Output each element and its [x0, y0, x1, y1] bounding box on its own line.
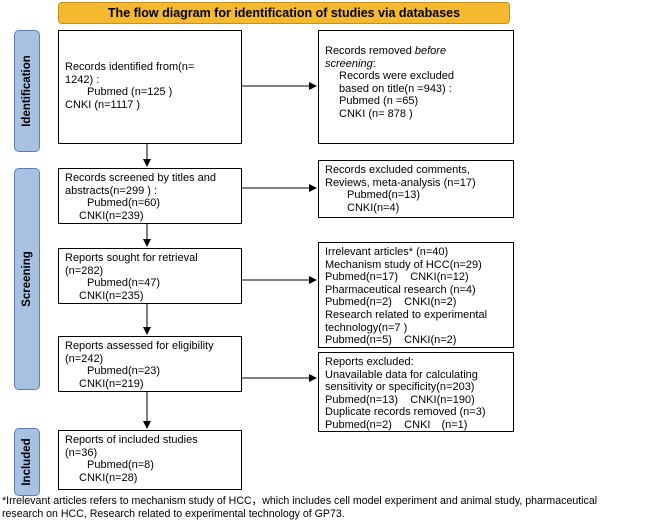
reports-excluded-l1: Reports excluded:	[325, 356, 414, 368]
irrelevant-l6: Research related to experimental	[325, 308, 488, 321]
identified-cnki: CNKI (n=1117 )	[65, 98, 141, 111]
sought-cnki: CNKI(n=235)	[79, 289, 144, 302]
included-pubmed: Pubmed(n=8)	[87, 459, 154, 472]
reports-assessed-box: Reports assessed for eligibility (n=242)…	[58, 336, 242, 392]
included-line1: Reports of included studies	[65, 434, 198, 446]
screened-line1: Records screened by titles and	[65, 172, 217, 184]
included-studies-box: Reports of included studies (n=36) Pubme…	[58, 430, 242, 490]
identified-line2: 1242) :	[65, 73, 100, 86]
removed-prefix: Records removed	[325, 45, 415, 57]
reports-excluded-l2: Unavailable data for calculating	[325, 368, 478, 381]
screened-line2: abstracts(n=299 ) :	[65, 184, 158, 197]
excluded-comments-cnki: CNKI(n=4)	[347, 201, 400, 214]
irrelevant-l4: Pharmaceutical research (n=4)	[325, 283, 476, 296]
records-excluded-comments-box: Records excluded comments, Reviews, meta…	[318, 160, 514, 218]
records-screened-box: Records screened by titles and abstracts…	[58, 168, 242, 224]
irrelevant-l8: Pubmed(n=5) CNKI(n=2)	[325, 334, 457, 347]
reports-excluded-l4: Pubmed(n=13) CNKI(n=190)	[325, 393, 475, 406]
irrelevant-l1: Irrelevant articles* (n=40)	[325, 246, 449, 258]
phase-identification: Identification	[14, 30, 40, 152]
included-line2: (n=36)	[65, 446, 98, 459]
sought-line1: Reports sought for retrieval	[65, 252, 198, 264]
sought-line2: (n=282)	[65, 264, 104, 277]
assessed-pubmed: Pubmed(n=23)	[87, 365, 161, 378]
excluded-comments-line2: Reviews, meta-analysis (n=17)	[325, 176, 476, 189]
reports-sought-box: Reports sought for retrieval (n=282) Pub…	[58, 248, 242, 304]
irrelevant-articles-box: Irrelevant articles* (n=40) Mechanism st…	[318, 242, 514, 348]
assessed-line2: (n=242)	[65, 352, 104, 365]
included-cnki: CNKI(n=28)	[79, 471, 138, 484]
screened-pubmed: Pubmed(n=60)	[87, 197, 161, 210]
records-identified-box: Records identified from(n= 1242) : Pubme…	[58, 30, 242, 144]
reports-excluded-l3: sensitivity or specificity(n=203)	[325, 381, 475, 394]
phase-screening: Screening	[14, 168, 40, 390]
diagram-title: The flow diagram for identification of s…	[58, 2, 510, 24]
removed-line2-suffix: :	[372, 57, 376, 70]
irrelevant-l3: Pubmed(n=17) CNKI(n=12)	[325, 271, 469, 284]
removed-line3: Records were excluded	[339, 70, 454, 83]
reports-excluded-l5: Duplicate records removed (n=3)	[325, 406, 486, 419]
irrelevant-l7: technology(n=7 )	[325, 321, 408, 334]
removed-line2: screening	[325, 57, 373, 70]
identified-line1: Records identified from(n=	[65, 61, 195, 73]
sought-pubmed: Pubmed(n=47)	[87, 277, 161, 290]
removed-line1: Records removed before	[325, 45, 507, 58]
footnote: *Irrelevant articles refers to mechanism…	[2, 495, 669, 521]
assessed-line1: Reports assessed for eligibility	[65, 340, 214, 352]
removed-cnki: CNKI (n= 878 )	[339, 107, 413, 120]
irrelevant-l5: Pubmed(n=2) CNKI(n=2)	[325, 296, 457, 309]
removed-pubmed: Pubmed (n =65)	[339, 95, 419, 108]
phase-included: Included	[14, 428, 40, 496]
excluded-comments-pubmed: Pubmed(n=13)	[347, 189, 421, 202]
identified-pubmed: Pubmed (n=125 )	[87, 86, 173, 99]
footnote-line1: *Irrelevant articles refers to mechanism…	[2, 495, 598, 507]
screened-cnki: CNKI(n=239)	[79, 209, 144, 222]
reports-excluded-l6: Pubmed(n=2) CNKI (n=1)	[325, 418, 468, 431]
excluded-comments-line1: Records excluded comments,	[325, 164, 470, 176]
records-removed-box: Records removed before screening: Record…	[318, 30, 514, 144]
reports-excluded-box: Reports excluded: Unavailable data for c…	[318, 352, 514, 432]
removed-line4: based on title(n =943) :	[339, 82, 452, 95]
footnote-line2: research on HCC, Research related to exp…	[2, 508, 345, 520]
removed-prefix-italic: before	[414, 45, 447, 57]
assessed-cnki: CNKI(n=219)	[79, 377, 144, 390]
irrelevant-l2: Mechanism study of HCC(n=29)	[325, 258, 482, 271]
